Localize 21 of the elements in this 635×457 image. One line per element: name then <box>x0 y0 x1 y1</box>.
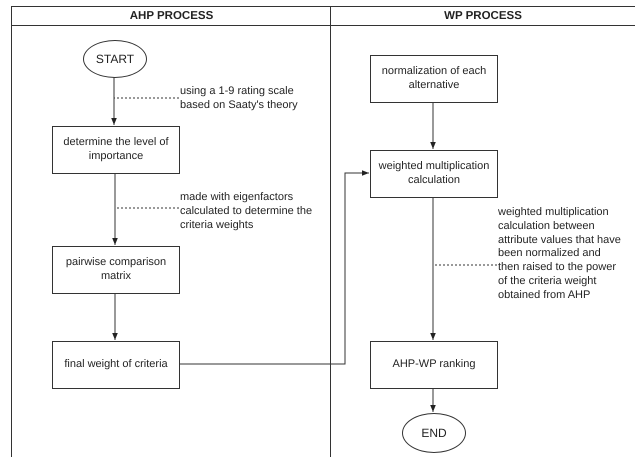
process-box: determine the level of importance <box>52 126 180 174</box>
process-box: weighted multiplication calculation <box>370 150 498 198</box>
annotation-text: using a 1-9 rating scale based on Saaty's theory <box>180 85 320 115</box>
arrow <box>430 102 436 150</box>
arrow <box>430 196 436 340</box>
process-box: final weight of criteria <box>52 341 180 389</box>
process-box: AHP-WP ranking <box>370 341 498 389</box>
annotation-text: weighted multiplication calculation between attribute values that have been normalized and then raised to the power of the criteria weight obtained from AHP <box>498 206 624 326</box>
arrow <box>112 172 118 246</box>
arrow <box>111 76 117 126</box>
annotation-text: made with eigenfactors calculated to determine the criteria weights <box>180 191 320 233</box>
process-box: normalization of each alternative <box>370 55 498 103</box>
process-box: pairwise comparison matrix <box>52 246 180 294</box>
lane-title: WP PROCESS <box>331 7 635 26</box>
terminal-ellipse: START <box>83 40 147 78</box>
leader-line <box>432 264 498 266</box>
arrow <box>178 170 370 364</box>
lane-title: AHP PROCESS <box>12 7 331 26</box>
arrow <box>112 292 118 340</box>
arrow <box>430 388 436 412</box>
terminal-ellipse: END <box>402 413 466 453</box>
